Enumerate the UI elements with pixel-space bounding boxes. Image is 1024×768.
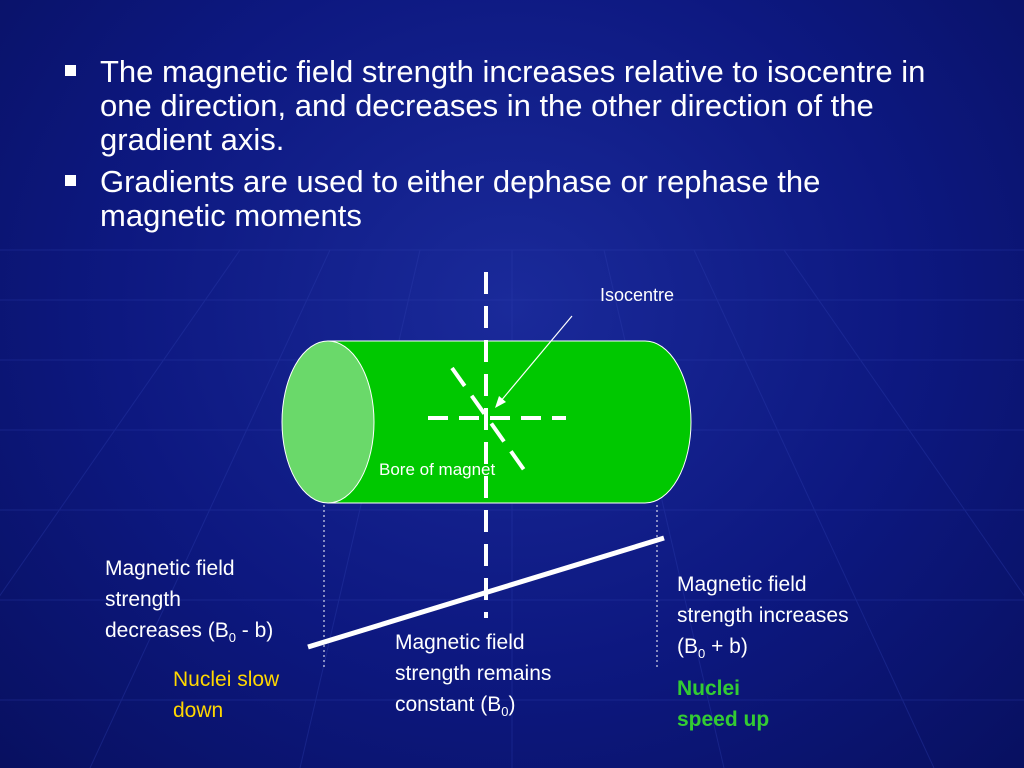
magnet-bore-cylinder [327, 340, 692, 504]
fast-label-line: speed up [677, 708, 770, 731]
left-label-line: strength [105, 588, 181, 611]
right-label-line: (B0 + b) [677, 635, 748, 662]
gradient-slope-line [307, 535, 665, 650]
right-label-line: strength increases [677, 604, 849, 627]
center-label-line: Magnetic field [395, 631, 525, 654]
bullet-list: The magnetic field strength increases re… [62, 55, 942, 241]
diagonal-axis [450, 366, 529, 476]
bore-label: Bore of magnet [379, 460, 496, 479]
left-label-line: Magnetic field [105, 557, 235, 580]
slow-label-line: Nuclei slow [173, 668, 280, 691]
center-field-label: Magnetic field strength remains constant… [395, 627, 551, 727]
isocentre-arrow [499, 315, 573, 403]
bullet-text: Gradients are used to either dephase or … [100, 164, 821, 233]
square-bullet-icon [65, 65, 76, 76]
slow-label-line: down [173, 699, 224, 722]
cylinder-end-face [281, 340, 375, 504]
left-field-label: Magnetic field strength decreases (B0 - … [105, 553, 273, 653]
right-field-label: Magnetic field strength increases (B0 + … [677, 569, 849, 669]
center-label-line: constant (B0) [395, 693, 516, 720]
left-label-line: decreases (B0 - b) [105, 619, 274, 646]
nuclei-speed-up-label: Nuclei speed up [677, 673, 769, 735]
isocentre-label: Isocentre [600, 285, 675, 305]
fast-label-line: Nuclei [677, 677, 741, 700]
arrowhead-icon [495, 396, 506, 408]
nuclei-slow-label: Nuclei slow down [173, 664, 279, 726]
bullet-item: The magnetic field strength increases re… [62, 55, 942, 157]
center-label-line: strength remains [395, 662, 552, 685]
right-label-line: Magnetic field [677, 573, 807, 596]
bullet-item: Gradients are used to either dephase or … [62, 165, 942, 233]
bullet-text: The magnetic field strength increases re… [100, 54, 926, 157]
square-bullet-icon [65, 175, 76, 186]
